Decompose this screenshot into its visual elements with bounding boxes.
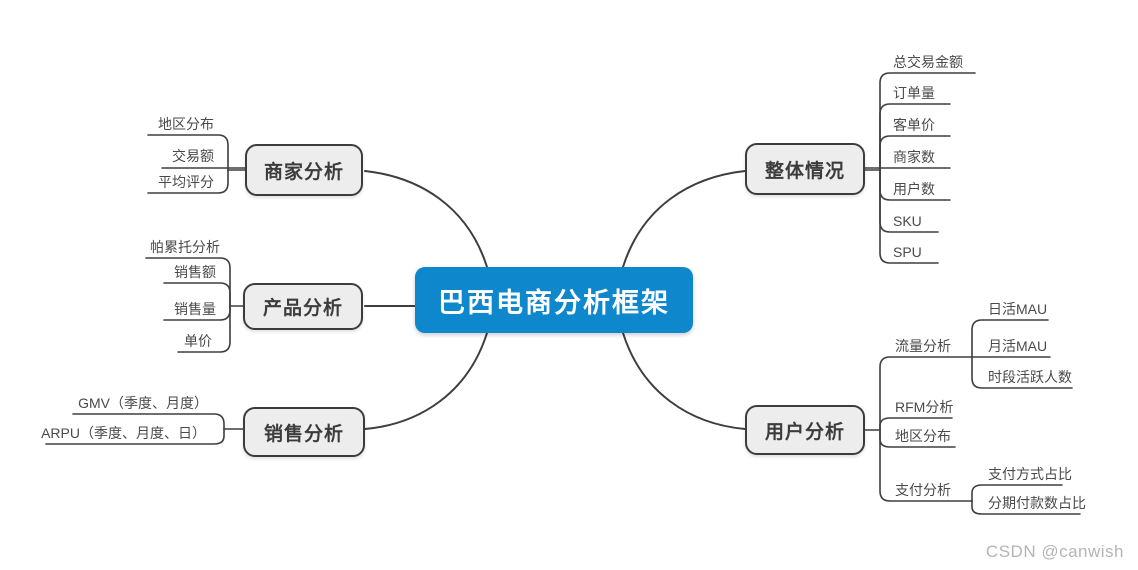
- leaf-overall-orders[interactable]: 订单量: [893, 85, 935, 101]
- bracket-payment-installment: [971, 500, 1081, 515]
- connector-center-merchant: [364, 170, 488, 268]
- leaf-product-salesvol[interactable]: 销售量: [174, 301, 216, 317]
- connector-center-overall: [622, 170, 746, 268]
- leaf-overall-merchants[interactable]: 商家数: [893, 149, 935, 165]
- bracket-merchant-rating: [147, 169, 229, 194]
- bracket-user-payment: [879, 429, 973, 502]
- leaf-overall-gmvtotal[interactable]: 总交易金额: [893, 54, 963, 70]
- bracket-traffic-period: [971, 356, 1073, 389]
- leaf-traffic-period[interactable]: 时段活跃人数: [988, 369, 1072, 385]
- bracket-sales-gmv: [72, 413, 225, 430]
- bracket-overall-aov: [879, 135, 951, 171]
- subtopic-user-payment[interactable]: 支付分析: [895, 482, 951, 498]
- watermark-text: CSDN @canwish: [985, 542, 1124, 561]
- central-topic[interactable]: 巴西电商分析框架: [415, 267, 693, 333]
- leaf-overall-users[interactable]: 用户数: [893, 181, 935, 197]
- leaf-payment-method[interactable]: 支付方式占比: [988, 466, 1072, 482]
- leaf-overall-spu[interactable]: SPU: [893, 244, 922, 260]
- leaf-overall-sku[interactable]: SKU: [893, 213, 922, 229]
- leaf-product-price[interactable]: 单价: [184, 333, 212, 349]
- bracket-product-price: [177, 305, 231, 353]
- bracket-payment-method: [971, 484, 1063, 502]
- bracket-user-rfm: [879, 417, 953, 431]
- connector-center-user: [622, 332, 746, 430]
- leaf-merchant-trade[interactable]: 交易额: [172, 148, 214, 164]
- bracket-overall-spu: [879, 169, 939, 264]
- connector-center-sales: [364, 332, 488, 430]
- branch-node-overall[interactable]: 整体情况: [745, 143, 865, 195]
- bracket-product-salesamt: [163, 282, 231, 307]
- branch-node-product[interactable]: 产品分析: [243, 283, 363, 330]
- leaf-traffic-dau[interactable]: 日活MAU: [988, 301, 1048, 317]
- bracket-user-traffic: [879, 356, 973, 431]
- bracket-traffic-dau: [971, 319, 1049, 358]
- bracket-product-pareto: [145, 257, 231, 307]
- bracket-merchant-region: [147, 134, 229, 171]
- leaf-merchant-rating[interactable]: 平均评分: [158, 174, 214, 190]
- leaf-merchant-region[interactable]: 地区分布: [158, 116, 214, 132]
- branch-node-user[interactable]: 用户分析: [745, 405, 865, 455]
- leaf-sales-arpu[interactable]: ARPU（季度、月度、日）: [41, 425, 206, 441]
- bracket-overall-gmvtotal: [879, 72, 976, 171]
- leaf-sales-gmv[interactable]: GMV（季度、月度）: [78, 395, 208, 411]
- bracket-sales-arpu: [45, 428, 225, 445]
- subtopic-user-rfm[interactable]: RFM分析: [895, 399, 954, 415]
- branch-node-sales[interactable]: 销售分析: [243, 407, 365, 457]
- bracket-overall-orders: [879, 103, 951, 171]
- leaf-traffic-mau[interactable]: 月活MAU: [988, 338, 1048, 354]
- leaf-product-salesamt[interactable]: 销售额: [174, 264, 216, 280]
- leaf-product-pareto[interactable]: 帕累托分析: [150, 239, 220, 255]
- leaf-overall-aov[interactable]: 客单价: [893, 117, 935, 133]
- subtopic-user-region[interactable]: 地区分布: [895, 428, 951, 444]
- subtopic-user-traffic[interactable]: 流量分析: [895, 338, 951, 354]
- leaf-payment-installment[interactable]: 分期付款数占比: [988, 495, 1086, 511]
- branch-node-merchant[interactable]: 商家分析: [245, 144, 363, 196]
